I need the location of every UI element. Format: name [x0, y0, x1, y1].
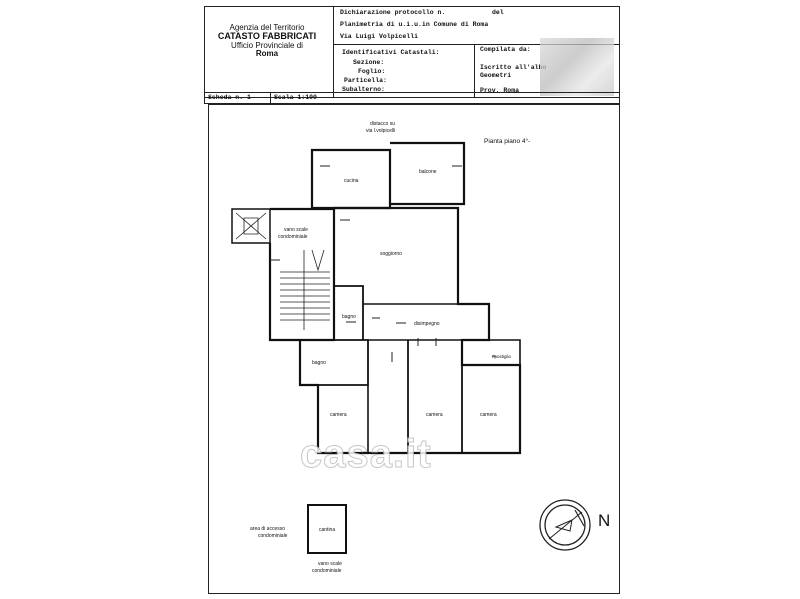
professional-stamp [540, 38, 614, 96]
north-compass [539, 499, 591, 551]
room-cucina: cucina [344, 178, 359, 184]
protocol-del: del [492, 9, 504, 16]
address-line: Via Luigi Volpicelli [340, 33, 419, 40]
scheda-label: Scheda n. 1 [208, 94, 251, 101]
iscritto-label: Iscritto all'albo [480, 64, 547, 71]
particella-label: Particella: [344, 77, 387, 84]
agency-line4: Roma [255, 49, 279, 59]
planimetria-line: Planimetria di u.i.u.in Comune di Roma [340, 21, 489, 28]
identificativi-label: Identificativi Catastali: [342, 49, 440, 56]
room-vano-scale-1: vano scale [284, 227, 308, 233]
scala-label: Scala 1:100 [274, 94, 317, 101]
header-divider-v2 [474, 44, 475, 98]
room-soggiorno: soggiorno [380, 251, 402, 257]
room-ripostiglio: ripostiglio [492, 354, 512, 359]
room-bagno-2: bagno [312, 360, 326, 366]
agency-line3: Ufficio Provinciale di [231, 40, 303, 50]
room-camera-2: camera [426, 412, 443, 418]
sezione-label: Sezione: [353, 59, 385, 66]
north-label: N [598, 511, 611, 530]
header-divider-v [333, 6, 334, 98]
subalterno-label: Subalterno: [342, 86, 385, 93]
cadastral-sheet: Agenzia del Territorio CATASTO FABBRICAT… [200, 0, 624, 599]
floor-plan [231, 141, 591, 554]
header-divider-h [333, 44, 620, 45]
room-cantina: cantina [319, 527, 336, 533]
room-vano-scale-2: condominiale [278, 234, 308, 240]
vano-bottom-1: vano scale [318, 561, 342, 567]
cantina-room [307, 504, 347, 554]
protocol-label: Dichiarazione protocollo n. [340, 9, 446, 16]
room-camera-3: camera [480, 412, 497, 418]
scheda-row [204, 92, 620, 104]
scheda-divider [270, 92, 271, 104]
distacco-line2: via l.volpicelli [366, 128, 396, 134]
geometri-label: Geometri [480, 72, 512, 79]
header-frame [204, 6, 620, 98]
plan-title: Pianta piano 4°- [484, 138, 531, 145]
room-bagno-1: bagno [342, 314, 356, 320]
compilata-label: Compilata da: [480, 46, 531, 53]
room-disimpegno: disimpegno [414, 321, 440, 327]
distacco-line1: distacco su [370, 121, 396, 127]
agency-line1: Agenzia del Territorio [229, 23, 305, 32]
prov-label: Prov. Roma [480, 87, 520, 94]
area-accesso-2: condominiale [258, 533, 288, 539]
casa-watermark: casa.it [300, 432, 432, 477]
area-accesso-1: area di accesso [250, 526, 286, 532]
agency-block: Agenzia del Territorio CATASTO FABBRICAT… [212, 23, 322, 59]
drawing-frame [208, 104, 620, 594]
vano-bottom-2: condominiale [312, 568, 342, 574]
room-camera-1: camera [330, 412, 347, 418]
agency-line2: CATASTO FABBRICATI [217, 31, 317, 42]
foglio-label: Foglio: [358, 68, 386, 75]
room-balcone: balcone [419, 169, 437, 175]
